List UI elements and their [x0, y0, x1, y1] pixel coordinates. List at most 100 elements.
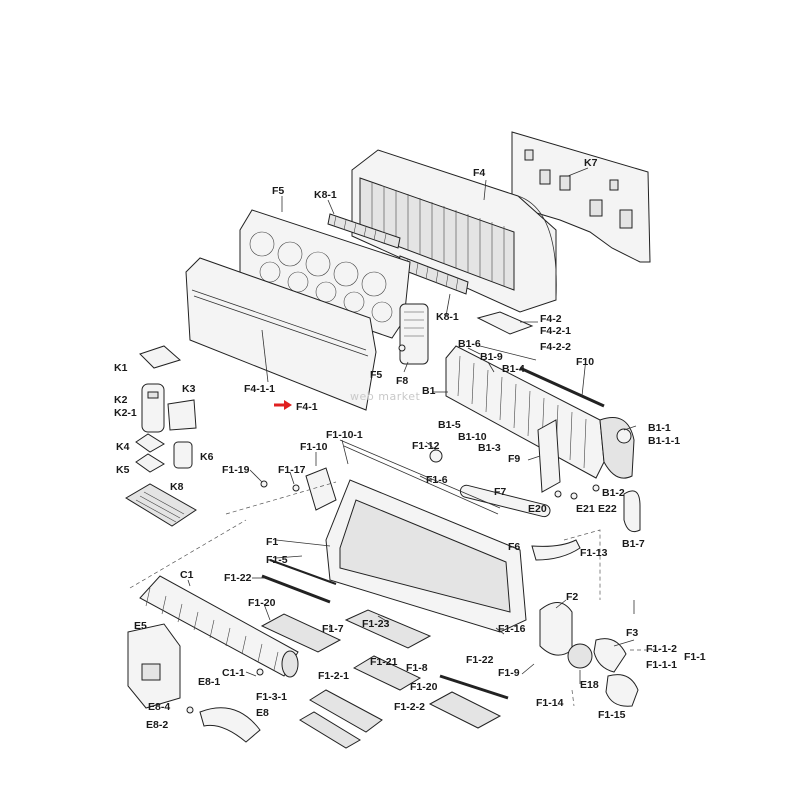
label-f1-17: F1-17	[278, 464, 306, 476]
label-b1-2: B1-2	[602, 487, 625, 499]
rail-f10	[519, 366, 605, 408]
label-f9: F9	[508, 453, 520, 465]
label-k2-1: K2-1	[114, 407, 137, 419]
label-f1-2-2: F1-2-2	[394, 701, 425, 713]
label-f6: F6	[508, 541, 520, 553]
label-b1-3: B1-3	[478, 442, 501, 454]
control-box-e5	[127, 623, 181, 709]
label-f1-13: F1-13	[580, 547, 608, 559]
label-c1-1: C1-1	[222, 667, 245, 679]
label-f1-10: F1-10	[300, 441, 328, 453]
label-f4-1-1: F4-1-1	[244, 383, 275, 395]
label-f1-21: F1-21	[370, 656, 398, 668]
filter-k8	[125, 483, 197, 527]
remote-k2	[141, 383, 165, 433]
louver-brackets	[260, 559, 509, 749]
part-f8	[399, 303, 429, 365]
label-b1-6: B1-6	[458, 338, 481, 350]
watermark: web market	[350, 390, 420, 403]
label-f4-1: F4-1	[296, 401, 318, 413]
part-e8	[199, 707, 261, 743]
label-k7: K7	[584, 157, 598, 169]
label-f1-8: F1-8	[406, 662, 428, 674]
label-b1-10: B1-10	[458, 431, 487, 443]
label-e8-4: E8-4	[148, 701, 170, 713]
part-f3	[593, 638, 627, 673]
label-f1: F1	[266, 536, 278, 548]
label-f1-6: F1-6	[426, 474, 448, 486]
label-f1-1: F1-1	[684, 651, 706, 663]
label-f1-9: F1-9	[498, 667, 520, 679]
label-f1-1-1: F1-1-1	[646, 659, 677, 671]
part-f1-15	[605, 674, 639, 707]
label-f1-3-1: F1-3-1	[256, 691, 287, 703]
label-f4: F4	[473, 167, 485, 179]
label-k8: K8	[170, 481, 184, 493]
remote-accessories	[125, 345, 197, 527]
highlight-arrow-icon	[274, 400, 292, 410]
part-b1-7	[623, 490, 641, 533]
label-e22: E22	[598, 503, 617, 515]
label-f5: F5	[272, 185, 284, 197]
label-b1-9: B1-9	[480, 351, 503, 363]
part-k4	[135, 433, 165, 453]
label-k4: K4	[116, 441, 130, 453]
label-f7: F7	[494, 486, 506, 498]
front-panel-f4-1	[185, 257, 377, 411]
screws	[186, 344, 600, 714]
label-k2: K2	[114, 394, 128, 406]
label-f1-22: F1-22	[224, 572, 252, 584]
label-f1-19: F1-19	[222, 464, 250, 476]
label-f3: F3	[626, 627, 638, 639]
label-e8: E8	[256, 707, 269, 719]
label-b1-1: B1-1	[648, 422, 671, 434]
part-k5	[135, 453, 165, 473]
label-k5: K5	[116, 464, 130, 476]
label-f10: F10	[576, 356, 594, 368]
label-f1-20: F1-20	[410, 681, 438, 693]
label-e20: E20	[528, 503, 547, 515]
battery-k6	[173, 441, 193, 469]
cross-flow-fan-c1	[139, 575, 299, 678]
part-k1	[139, 345, 182, 369]
motor-f2	[539, 602, 593, 669]
tube-f7	[459, 484, 551, 518]
hose-f1-13	[531, 539, 581, 561]
evaporator-b1	[445, 345, 635, 479]
label-b1-7: B1-7	[622, 538, 645, 550]
label-f1-10-1: F1-10-1	[326, 429, 363, 441]
label-b1-4: B1-4	[502, 363, 525, 375]
chassis-f4	[351, 149, 557, 313]
label-e5: E5	[134, 620, 147, 632]
label-k8-1: K8-1	[314, 189, 337, 201]
label-f1-5: F1-5	[266, 554, 288, 566]
label-b1-1-1: B1-1-1	[648, 435, 680, 447]
label-e8-1: E8-1	[198, 676, 220, 688]
label-f4-2-2: F4-2-2	[540, 341, 571, 353]
label-f4-2: F4-2	[540, 313, 562, 325]
label-e21: E21	[576, 503, 595, 515]
label-b1-5: B1-5	[438, 419, 461, 431]
label-c1: C1	[180, 569, 194, 581]
label-f1-20: F1-20	[248, 597, 276, 609]
label-f2: F2	[566, 591, 578, 603]
filter-k8-1-upper	[327, 213, 401, 249]
label-f1-23: F1-23	[362, 618, 390, 630]
label-f1-2-1: F1-2-1	[318, 670, 349, 682]
dashed-leaders	[129, 481, 660, 707]
label-f8: F8	[396, 375, 408, 387]
label-f1-12: F1-12	[412, 440, 440, 452]
part-labels: K7 F4 F5 K8-1 K8-1 F4-2 F4-2-1 F4-2-2 B1…	[114, 157, 706, 731]
holder-k3	[167, 399, 197, 431]
label-k6: K6	[200, 451, 214, 463]
label-f1-16: F1-16	[498, 623, 526, 635]
label-f4-2-1: F4-2-1	[540, 325, 571, 337]
label-f1-15: F1-15	[598, 709, 626, 721]
label-k8-1: K8-1	[436, 311, 459, 323]
label-f1-22: F1-22	[466, 654, 494, 666]
main-chassis-f1	[325, 439, 527, 633]
label-e8-2: E8-2	[146, 719, 168, 731]
label-f1-1-2: F1-1-2	[646, 643, 677, 655]
label-f1-14: F1-14	[536, 697, 564, 709]
